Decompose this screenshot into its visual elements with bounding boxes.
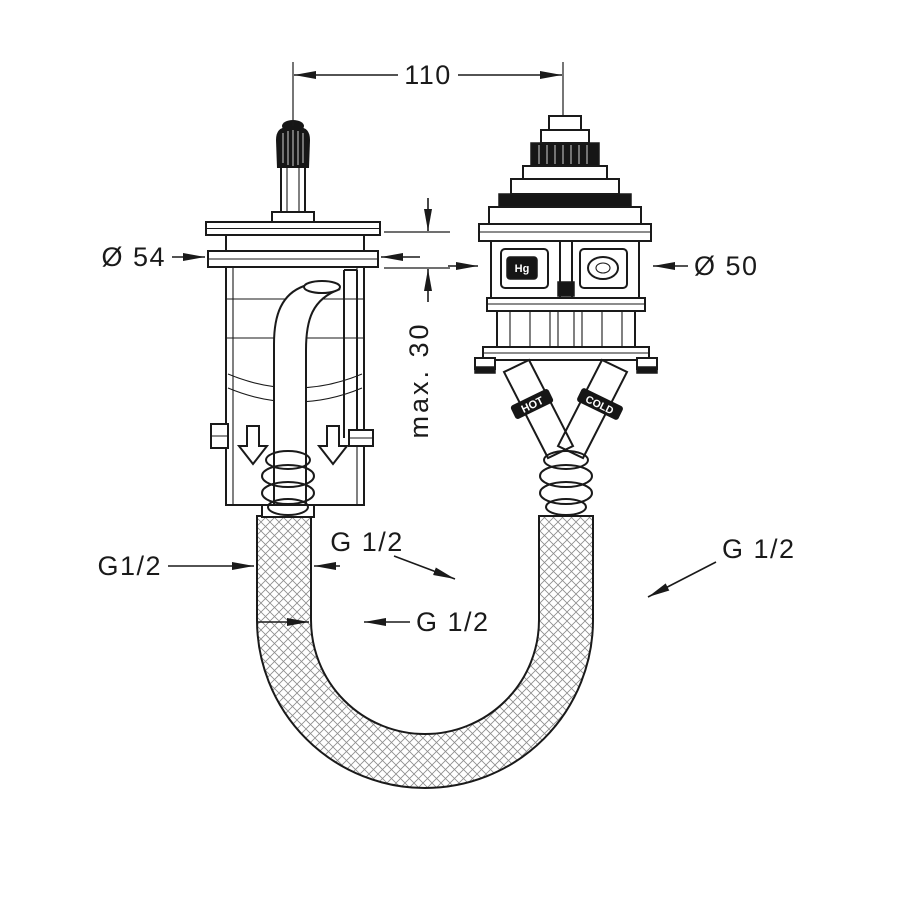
dimension-dia50: Ø 50: [448, 251, 759, 281]
dimension-g12-right: G 1/2: [647, 534, 796, 598]
g12-left-label: G1/2: [97, 551, 162, 581]
dia-54-label: Ø 54: [101, 242, 166, 272]
cartridge-mark-label: Hg: [515, 263, 530, 275]
hose-fitting-right: [539, 450, 593, 516]
stem-washer: [271, 211, 315, 223]
dimension-g12-bottom-center: G 1/2: [258, 607, 490, 637]
max-30-label: max. 30: [404, 321, 434, 438]
dim-110-label: 110: [404, 60, 452, 90]
valve-stem: [280, 165, 306, 213]
hot-band: HOT: [510, 389, 554, 419]
seal-ring: [498, 193, 632, 208]
dimension-g12-left: G1/2: [97, 551, 340, 581]
hot-supply-hose: [502, 358, 575, 460]
g12-top-center-label: G 1/2: [330, 527, 404, 557]
flow-arrow-icon: [316, 425, 350, 466]
cold-supply-hose: [556, 358, 629, 460]
g12-bottom-center-label: G 1/2: [416, 607, 490, 637]
right-view: Hg HOT COLD: [474, 115, 658, 516]
dimension-g12-top-center: G 1/2: [330, 527, 456, 580]
threaded-section: [496, 310, 636, 348]
left-view: [205, 120, 381, 518]
dimension-110: 110: [292, 60, 564, 126]
hose-fitting-left: [261, 450, 315, 516]
knurled-ring: [530, 142, 600, 167]
dimension-dia54: Ø 54: [101, 242, 420, 272]
g12-right-label: G 1/2: [722, 534, 796, 564]
cold-window: [579, 248, 628, 289]
connection-hose: [256, 515, 594, 789]
flow-arrow-icon: [236, 425, 270, 466]
dia-50-label: Ø 50: [694, 251, 759, 281]
dimension-max30: max. 30: [384, 198, 450, 439]
